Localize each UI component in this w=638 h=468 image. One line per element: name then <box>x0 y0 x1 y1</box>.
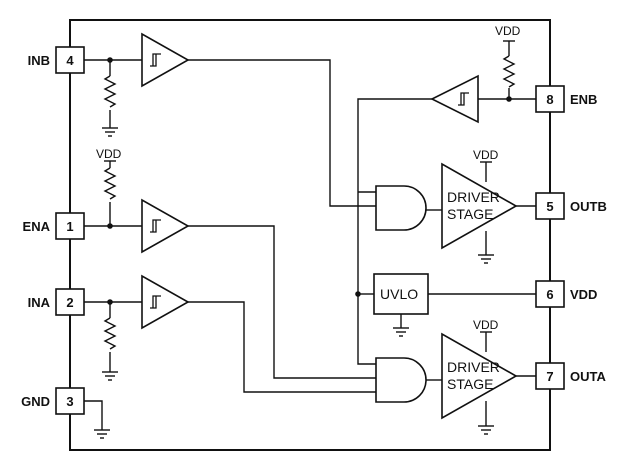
ground-icon <box>478 425 494 435</box>
pin-inb-number: 4 <box>66 53 74 68</box>
resistor-enb-pullup <box>502 55 516 88</box>
pin-vdd-number: 6 <box>546 287 553 302</box>
ground-symbols <box>94 127 494 439</box>
pin-outa: 7 OUTA <box>535 362 606 390</box>
resistor-ina-pulldown <box>103 317 117 350</box>
driver-stage-b <box>441 162 518 250</box>
schmitt-buffer-ena <box>141 198 190 254</box>
vdd-label-driver-b: VDD <box>473 148 499 162</box>
resistor-inb-pulldown <box>103 75 117 108</box>
pin-ena-label: ENA <box>23 219 51 234</box>
pin-enb-label: ENB <box>570 92 597 107</box>
resistors <box>103 55 516 350</box>
uvlo-block <box>373 273 429 315</box>
ground-icon <box>94 429 110 439</box>
pin-enb: 8 ENB <box>535 85 597 113</box>
pin-gnd-label: GND <box>21 394 50 409</box>
schmitt-buffer-enb <box>430 74 479 124</box>
driver-stage-a-label-2: STAGE <box>447 376 493 392</box>
driver-stage-a <box>441 332 518 420</box>
uvlo-label: UVLO <box>380 286 418 302</box>
and-gate-b <box>375 185 427 231</box>
pin-outa-label: OUTA <box>570 369 606 384</box>
pin-ena-number: 1 <box>66 219 73 234</box>
pin-enb-number: 8 <box>546 92 553 107</box>
driver-stage-a-label-1: DRIVER <box>447 359 500 375</box>
schmitt-buffer-ina <box>141 274 190 330</box>
pin-gnd-number: 3 <box>66 394 73 409</box>
junction-dots <box>107 57 512 305</box>
pin-ina: 2 INA <box>28 288 85 316</box>
ground-icon <box>393 327 409 337</box>
pin-vdd-label: VDD <box>570 287 597 302</box>
driver-stage-b-label-2: STAGE <box>447 206 493 222</box>
and-gate-a <box>375 357 427 403</box>
pin-outb: 5 OUTB <box>535 192 607 220</box>
pin-inb: 4 INB <box>28 46 85 74</box>
vdd-label-ena: VDD <box>96 147 122 161</box>
ground-icon <box>102 127 118 137</box>
pin-outa-number: 7 <box>546 369 553 384</box>
driver-stage-b-label-1: DRIVER <box>447 189 500 205</box>
pin-outb-label: OUTB <box>570 199 607 214</box>
pin-outb-number: 5 <box>546 199 553 214</box>
pin-ina-number: 2 <box>66 295 73 310</box>
pin-vdd: 6 VDD <box>535 280 597 308</box>
ground-icon <box>102 371 118 381</box>
pin-ina-label: INA <box>28 295 51 310</box>
schmitt-buffer-inb <box>141 32 190 88</box>
ground-icon <box>478 254 494 264</box>
pin-ena: 1 ENA <box>23 212 85 240</box>
vdd-label-enb: VDD <box>495 24 521 38</box>
vdd-label-driver-a: VDD <box>473 318 499 332</box>
resistor-ena-pullup <box>103 167 117 200</box>
pin-inb-label: INB <box>28 53 50 68</box>
pin-gnd: 3 GND <box>21 387 85 415</box>
